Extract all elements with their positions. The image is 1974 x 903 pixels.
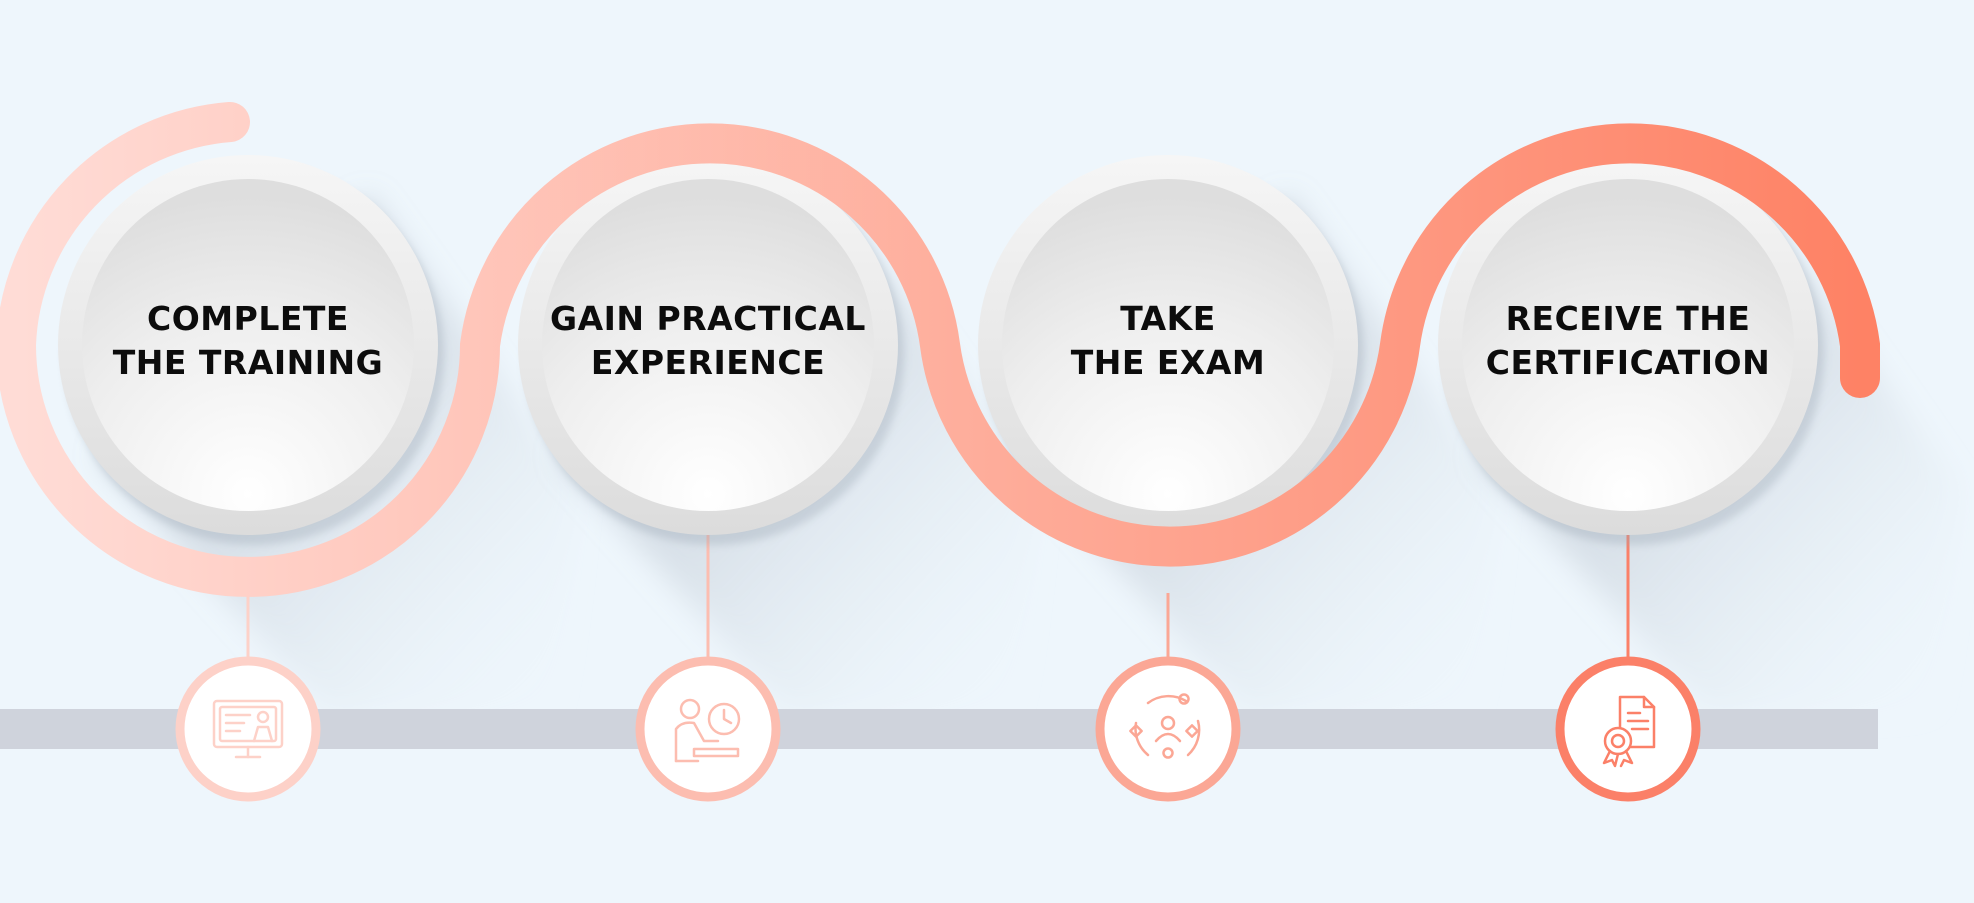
step-title-certification: RECEIVE THE CERTIFICATION [1458, 297, 1798, 385]
step-title-exam: TAKE THE EXAM [998, 297, 1338, 385]
practical-experience-icon [635, 656, 781, 802]
step-disc-inner [1002, 179, 1334, 511]
icon-layer [175, 656, 1701, 802]
step-title-line: TAKE [1120, 299, 1216, 338]
step-title-line: THE TRAINING [112, 343, 384, 382]
step-title-line: EXPERIENCE [590, 343, 826, 382]
step-title-experience: GAIN PRACTICAL EXPERIENCE [538, 297, 878, 385]
ribbon-layer [0, 102, 1880, 597]
step-disc-inner [1462, 179, 1794, 511]
certificate-icon [1555, 656, 1701, 802]
exam-cycle-icon [1095, 656, 1241, 802]
step-disc-inner [542, 179, 874, 511]
step-title-training: COMPLETE THE TRAINING [78, 297, 418, 385]
progress-ribbon [0, 102, 1880, 597]
step-title-line: CERTIFICATION [1485, 343, 1771, 382]
connector-layer [246, 535, 1630, 661]
step-title-line: COMPLETE [147, 299, 349, 338]
step-disc-inner [82, 179, 414, 511]
step-title-line: GAIN PRACTICAL [550, 299, 866, 338]
disc-layer [58, 155, 1824, 545]
step-title-line: THE EXAM [1070, 343, 1266, 382]
training-presentation-icon [175, 656, 321, 802]
step-title-line: RECEIVE THE [1505, 299, 1751, 338]
